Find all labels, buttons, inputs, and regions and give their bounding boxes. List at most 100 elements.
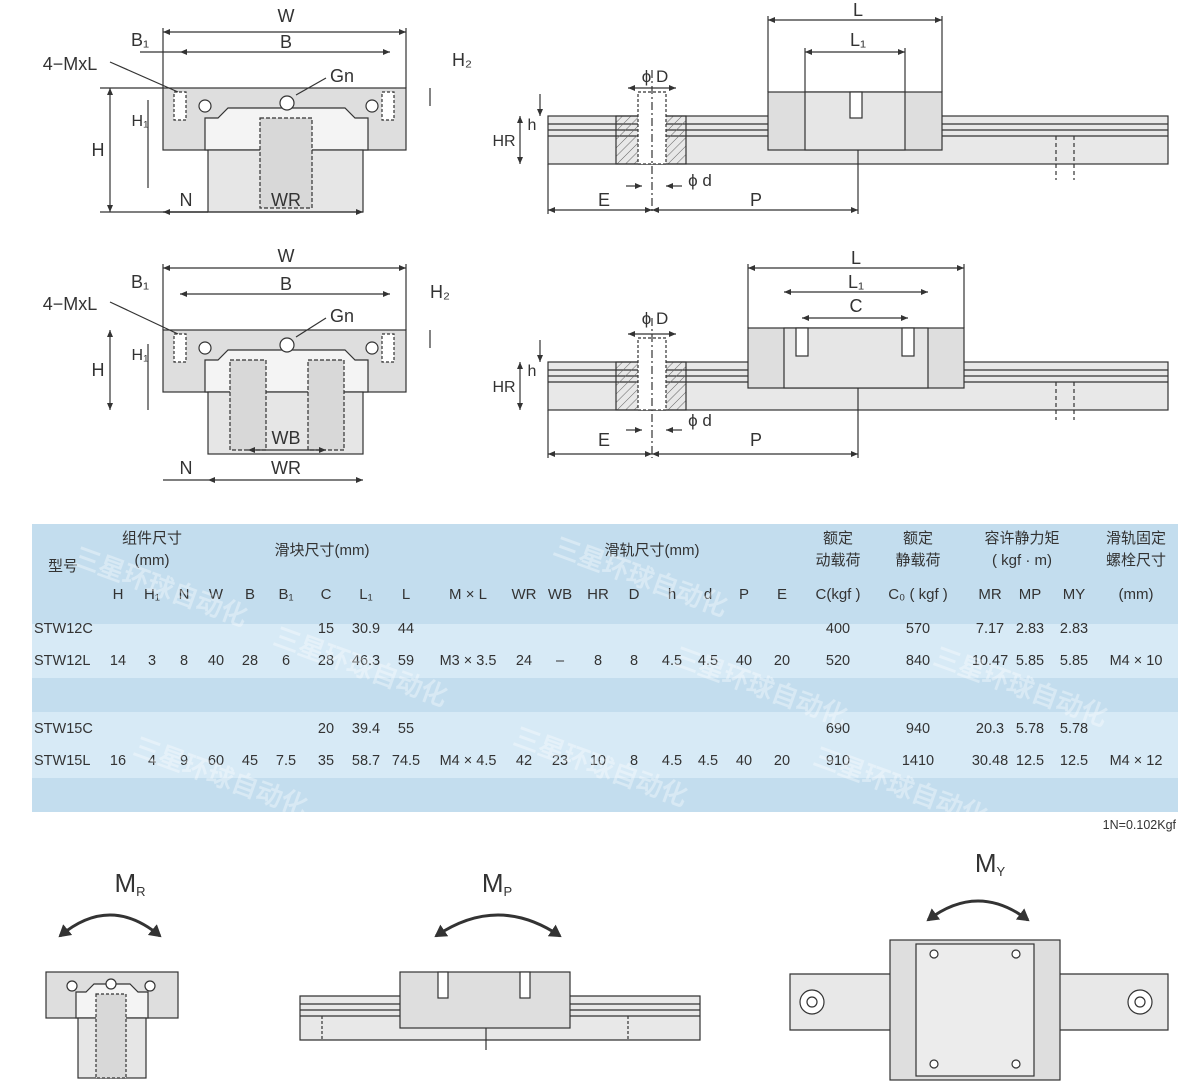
table-cell: 30.48 [971,753,1009,769]
label-B: B [280,32,292,52]
table-cell: 8 [593,653,603,669]
subheader-B: B [244,586,256,603]
header-bolt-2: 螺栓尺寸 [1105,552,1167,569]
table-row-model: STW12C [34,621,93,637]
subheader-N: N [178,586,190,603]
table-cell: 16 [109,753,127,769]
subheader-C: C [320,586,332,603]
row-band [32,678,1178,712]
label-HR: HR [492,133,515,150]
table-cell: 840 [905,653,931,669]
moment-diagrams [0,880,1200,1090]
moment-MP-block [299,971,701,1050]
label-W-2: W [278,246,295,266]
header-dynamic-2: 动载荷 [815,552,861,569]
table-cell: 690 [825,721,851,737]
table-row-model: STW15L [34,753,91,769]
moment-label-MP: MP [481,868,513,899]
table-cell: 45 [241,753,259,769]
label-P-2: P [750,430,762,450]
end-view-long [107,264,431,483]
subheader-E: E [776,586,788,603]
subheader-D: D [628,586,640,603]
table-cell: 910 [825,753,851,769]
table-cell: 10.47 [971,653,1009,669]
table-cell: 4.5 [661,753,683,769]
header-assembly-2: (mm) [134,552,170,569]
label-B1: B₁ [131,30,149,50]
table-cell: 2.83 [1015,621,1045,637]
header-model: 型号 [48,558,79,575]
table-cell: M4 × 10 [1109,653,1163,669]
label-H1-2: H₁ [132,347,149,364]
label-phiD: ϕ D [642,67,669,86]
table-cell: 59 [397,653,415,669]
table-cell: 30.9 [351,621,381,637]
subheader-dynamic: C(kgf ) [815,586,861,603]
table-cell: 5.78 [1059,721,1089,737]
unit-note: 1N=0.102Kgf [1102,818,1176,832]
moment-MY-block [789,939,1169,1081]
subheader-P: P [738,586,750,603]
label-L1: L₁ [850,30,866,50]
table-cell: 400 [825,621,851,637]
table-cell: 55 [397,721,415,737]
table-cell: 42 [515,753,533,769]
label-WR-2: WR [271,458,301,478]
table-cell: M3 × 3.5 [439,653,497,669]
table-cell: 46.3 [351,653,381,669]
table-row-model: STW15C [34,721,93,737]
subheader-L1: L₁ [359,586,373,603]
header-dynamic-1: 额定 [822,530,854,547]
label-HR-2: HR [492,379,515,396]
rotation-arrow-MY [926,899,1030,922]
subheader-d: d [703,586,713,603]
subheader-L: L [401,586,411,603]
subheader-HR: HR [587,586,609,603]
table-cell: 28 [317,653,335,669]
label-W: W [278,6,295,26]
label-B-2: B [280,274,292,294]
label-Gn-2: Gn [330,306,354,326]
table-cell: 58.7 [351,753,381,769]
label-E: E [598,190,610,210]
table-cell: M4 × 4.5 [439,753,497,769]
table-cell: M4 × 12 [1109,753,1163,769]
label-WR: WR [271,190,301,210]
table-cell: 44 [397,621,415,637]
table-cell: 4.5 [661,653,683,669]
label-phid-2: ϕ d [688,411,712,430]
side-view-short [517,16,1169,214]
label-P: P [750,190,762,210]
label-C: C [850,296,863,316]
label-H2: H₂ [452,50,472,70]
label-H2-2: H₂ [430,282,450,302]
table-cell: 5.85 [1015,653,1045,669]
subheader-MY: MY [1062,586,1086,603]
label-h-2: h [528,363,537,380]
table-cell: 15 [317,621,335,637]
label-B1-2: B₁ [131,272,149,292]
side-view-long [517,264,1169,458]
table-cell: 40 [735,753,753,769]
table-cell: 6 [281,653,291,669]
label-N: N [180,190,193,210]
subheader-static: C₀ ( kgf ) [888,586,948,603]
table-cell: 60 [207,753,225,769]
subheader-MP: MP [1018,586,1042,603]
end-view-short [100,28,431,215]
table-cell: – [555,653,565,669]
table-cell: 39.4 [351,721,381,737]
header-bolt-1: 滑轨固定 [1105,530,1167,547]
table-cell: 520 [825,653,851,669]
table-cell: 940 [905,721,931,737]
header-rail: 滑轨尺寸(mm) [604,542,700,559]
moment-MR-block [45,971,179,1079]
table-cell: 10 [589,753,607,769]
table-cell: 40 [207,653,225,669]
spec-table: 型号 组件尺寸 (mm) 滑块尺寸(mm) 滑轨尺寸(mm) 额定 动载荷 额定… [32,524,1178,812]
table-cell: 7.17 [975,621,1005,637]
header-band [32,524,1178,624]
table-cell: 24 [515,653,533,669]
subheader-MR: MR [978,586,1002,603]
